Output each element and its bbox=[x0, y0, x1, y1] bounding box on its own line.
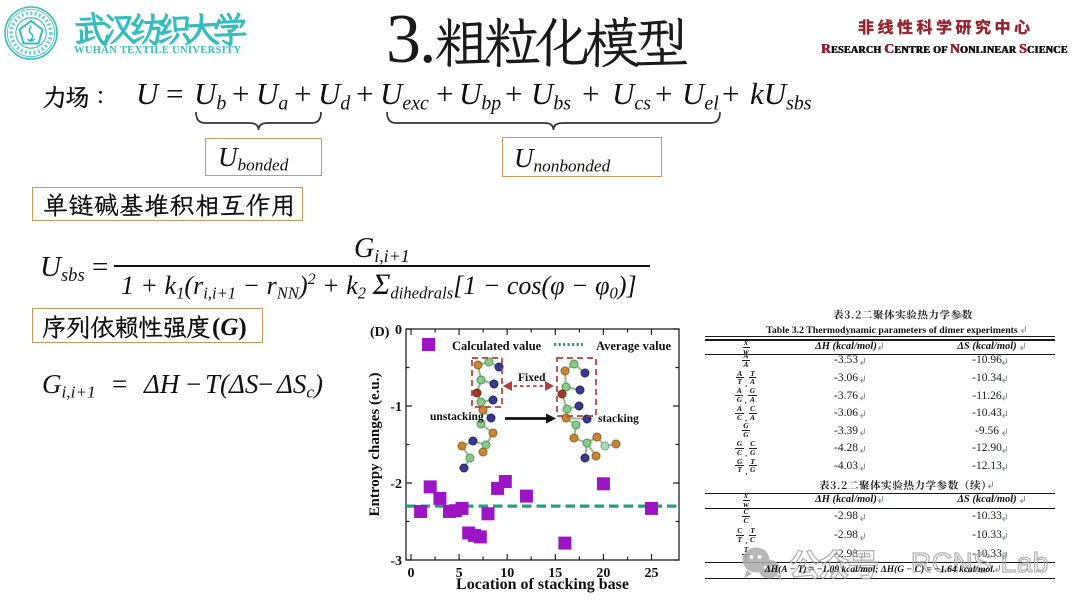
svg-text:-2: -2 bbox=[390, 477, 402, 492]
svg-text:Location of stacking base: Location of stacking base bbox=[456, 576, 629, 593]
svg-text:10: 10 bbox=[500, 566, 514, 581]
svg-text:Entropy changes (e.u.): Entropy changes (e.u.) bbox=[367, 373, 383, 517]
svg-text:15: 15 bbox=[548, 566, 562, 581]
svg-text:25: 25 bbox=[645, 566, 659, 581]
svg-text:Calculated value: Calculated value bbox=[452, 339, 542, 353]
svg-text:0: 0 bbox=[408, 566, 415, 581]
svg-text:-1: -1 bbox=[390, 400, 402, 415]
svg-text:RCNS Lab: RCNS Lab bbox=[911, 547, 1049, 578]
svg-text:Average value: Average value bbox=[596, 339, 672, 353]
svg-text:0: 0 bbox=[395, 323, 402, 338]
svg-text:5: 5 bbox=[456, 566, 463, 581]
svg-text:-3: -3 bbox=[390, 554, 402, 569]
svg-text:unstacking: unstacking bbox=[430, 411, 484, 423]
svg-text:Fixed: Fixed bbox=[518, 372, 546, 384]
svg-text:(D): (D) bbox=[370, 325, 390, 340]
svg-text:20: 20 bbox=[596, 566, 610, 581]
svg-text:stacking: stacking bbox=[598, 413, 639, 425]
